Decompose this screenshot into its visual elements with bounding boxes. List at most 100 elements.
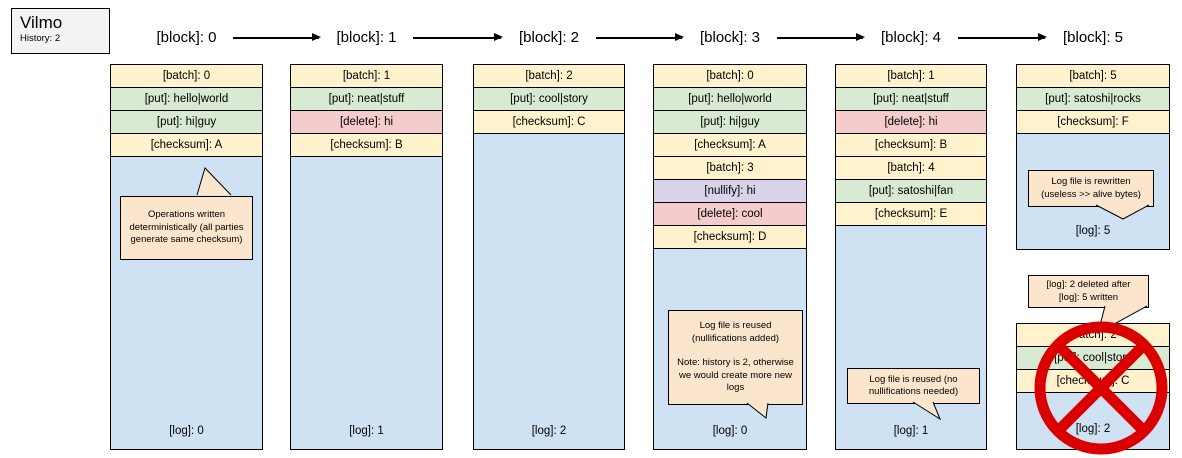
- op-row-checksum: [checksum]: C: [1017, 370, 1169, 393]
- block-header-4: [block]: 4: [880, 29, 942, 46]
- log-label: [log]: 2: [531, 425, 567, 437]
- op-row-put: [put]: hi|guy: [111, 111, 262, 134]
- block-header-0: [block]: 0: [156, 29, 217, 46]
- callout-log-deleted: [log]: 2 deleted after [log]: 5 written: [1028, 275, 1149, 308]
- block-5: [batch]: 5 [put]: satoshi|rocks [checksu…: [1016, 64, 1170, 250]
- op-label: [batch]: 1: [342, 70, 391, 82]
- op-label: [put]: neat|stuff: [873, 93, 949, 105]
- op-label: [put]: hello|world: [144, 93, 229, 105]
- op-label: [put]: hello|world: [688, 93, 772, 105]
- op-row-put: [put]: neat|stuff: [836, 88, 986, 111]
- arrow-right-icon: [413, 34, 503, 41]
- op-label: [batch]: 4: [887, 162, 935, 174]
- callout-deterministic: Operations written deterministically (al…: [120, 196, 253, 260]
- block-4: [batch]: 1 [put]: neat|stuff [delete]: h…: [835, 64, 987, 450]
- log-file-area: [log]: 2: [1017, 393, 1169, 449]
- callout-text: Log file is rewritten (useless >> alive …: [1041, 176, 1141, 200]
- arrow-right-icon: [596, 34, 684, 41]
- block-2: [batch]: 2 [put]: cool|story [checksum]:…: [473, 64, 625, 450]
- op-row-put: [put]: cool|story: [474, 88, 624, 111]
- log-label: [log]: 0: [712, 425, 748, 437]
- op-row-put: [put]: hello|world: [654, 88, 806, 111]
- op-label: [put]: satoshi|fan: [868, 185, 954, 197]
- op-label: [delete]: hi: [339, 116, 394, 128]
- op-row-batch: [batch]: 3: [654, 157, 806, 180]
- op-row-put: [put]: satoshi|fan: [836, 180, 986, 203]
- op-row-checksum: [checksum]: B: [291, 134, 442, 157]
- op-row-put: [put]: satoshi|rocks: [1017, 88, 1169, 111]
- arrow-right-icon: [777, 34, 865, 41]
- op-label: [delete]: hi: [884, 116, 938, 128]
- op-label: [batch]: 3: [706, 162, 754, 174]
- op-label: [checksum]: B: [330, 139, 403, 151]
- op-label: [put]: cool|story: [1054, 352, 1132, 364]
- op-label: [checksum]: A: [694, 139, 766, 151]
- op-label: [checksum]: C: [1056, 375, 1130, 387]
- block-header-3: [block]: 3: [699, 29, 761, 46]
- op-label: [batch]: 1: [887, 70, 935, 82]
- log-label: [log]: 2: [1075, 423, 1111, 435]
- op-row-batch: [batch]: 0: [654, 65, 806, 88]
- op-row-batch: [batch]: 2: [1017, 324, 1169, 347]
- op-row-checksum: [checksum]: B: [836, 134, 986, 157]
- callout-log-rewritten: Log file is rewritten (useless >> alive …: [1028, 170, 1154, 207]
- op-label: [put]: satoshi|rocks: [1045, 93, 1141, 105]
- op-row-checksum: [checksum]: A: [111, 134, 262, 157]
- op-row-put: [put]: neat|stuff: [291, 88, 442, 111]
- block-header-2: [block]: 2: [518, 29, 580, 46]
- op-row-checksum: [checksum]: C: [474, 111, 624, 134]
- log-file-area: [log]: 2: [474, 134, 624, 449]
- arrow-right-icon: [958, 34, 1047, 41]
- op-label: [checksum]: B: [874, 139, 948, 151]
- callout-text: Operations written deterministically (al…: [129, 209, 244, 246]
- op-label: [batch]: 0: [706, 70, 754, 82]
- op-label: [batch]: 2: [1069, 329, 1117, 341]
- callout-text: Log file is reused (no nullifications ne…: [868, 373, 959, 398]
- op-row-put: [put]: hello|world: [111, 88, 262, 111]
- op-row-batch: [batch]: 4: [836, 157, 986, 180]
- app-title: Vilmo: [20, 13, 63, 32]
- op-row-batch: [batch]: 1: [836, 65, 986, 88]
- op-row-delete: [delete]: hi: [291, 111, 442, 134]
- op-label: [checksum]: F: [1057, 116, 1129, 128]
- op-row-batch: [batch]: 2: [474, 65, 624, 88]
- op-row-checksum: [checksum]: D: [654, 226, 806, 249]
- log-file-area: [log]: 1: [836, 226, 986, 449]
- op-row-checksum: [checksum]: E: [836, 203, 986, 226]
- app-history: History: 2: [20, 33, 61, 44]
- op-label: [checksum]: A: [150, 139, 223, 151]
- op-label: [checksum]: D: [693, 231, 767, 243]
- op-label: [put]: hi|guy: [156, 116, 217, 128]
- arrow-right-icon: [233, 34, 321, 41]
- op-row-delete: [delete]: cool: [654, 203, 806, 226]
- op-row-checksum: [checksum]: A: [654, 134, 806, 157]
- op-label: [nullify]: hi: [704, 185, 756, 197]
- op-label: [put]: hi|guy: [700, 116, 760, 128]
- op-label: [put]: neat|stuff: [328, 93, 405, 105]
- log-label: [log]: 1: [349, 425, 384, 437]
- app-title-box: Vilmo History: 2: [11, 8, 110, 54]
- op-label: [batch]: 2: [525, 70, 573, 82]
- op-row-put: [put]: cool|story: [1017, 347, 1169, 370]
- op-row-batch: [batch]: 5: [1017, 65, 1169, 88]
- op-row-put: [put]: hi|guy: [654, 111, 806, 134]
- op-row-checksum: [checksum]: F: [1017, 111, 1169, 134]
- op-label: [checksum]: E: [874, 208, 948, 220]
- log-file-area: [log]: 1: [291, 157, 442, 449]
- block-1: [batch]: 1 [put]: neat|stuff [delete]: h…: [290, 64, 443, 450]
- op-label: [checksum]: C: [512, 116, 586, 128]
- op-label: [put]: cool|story: [510, 93, 588, 105]
- log-label: [log]: 0: [169, 425, 204, 437]
- op-label: [delete]: cool: [697, 208, 763, 220]
- op-row-nullify: [nullify]: hi: [654, 180, 806, 203]
- callout-log-reused: Log file is reused (no nullifications ne…: [847, 368, 980, 404]
- op-label: [batch]: 5: [1069, 70, 1117, 82]
- callout-text: [log]: 2 deleted after [log]: 5 written: [1046, 279, 1131, 303]
- callout-log-reused-nullifications: Log file is reused (nullifications added…: [668, 310, 803, 405]
- callout-text: Note: history is 2, otherwise we would c…: [677, 357, 794, 394]
- callout-text: Log file is reused (nullifications added…: [691, 320, 780, 344]
- block-header-1: [block]: 1: [336, 29, 397, 46]
- op-row-delete: [delete]: hi: [836, 111, 986, 134]
- op-label: [batch]: 0: [162, 70, 211, 82]
